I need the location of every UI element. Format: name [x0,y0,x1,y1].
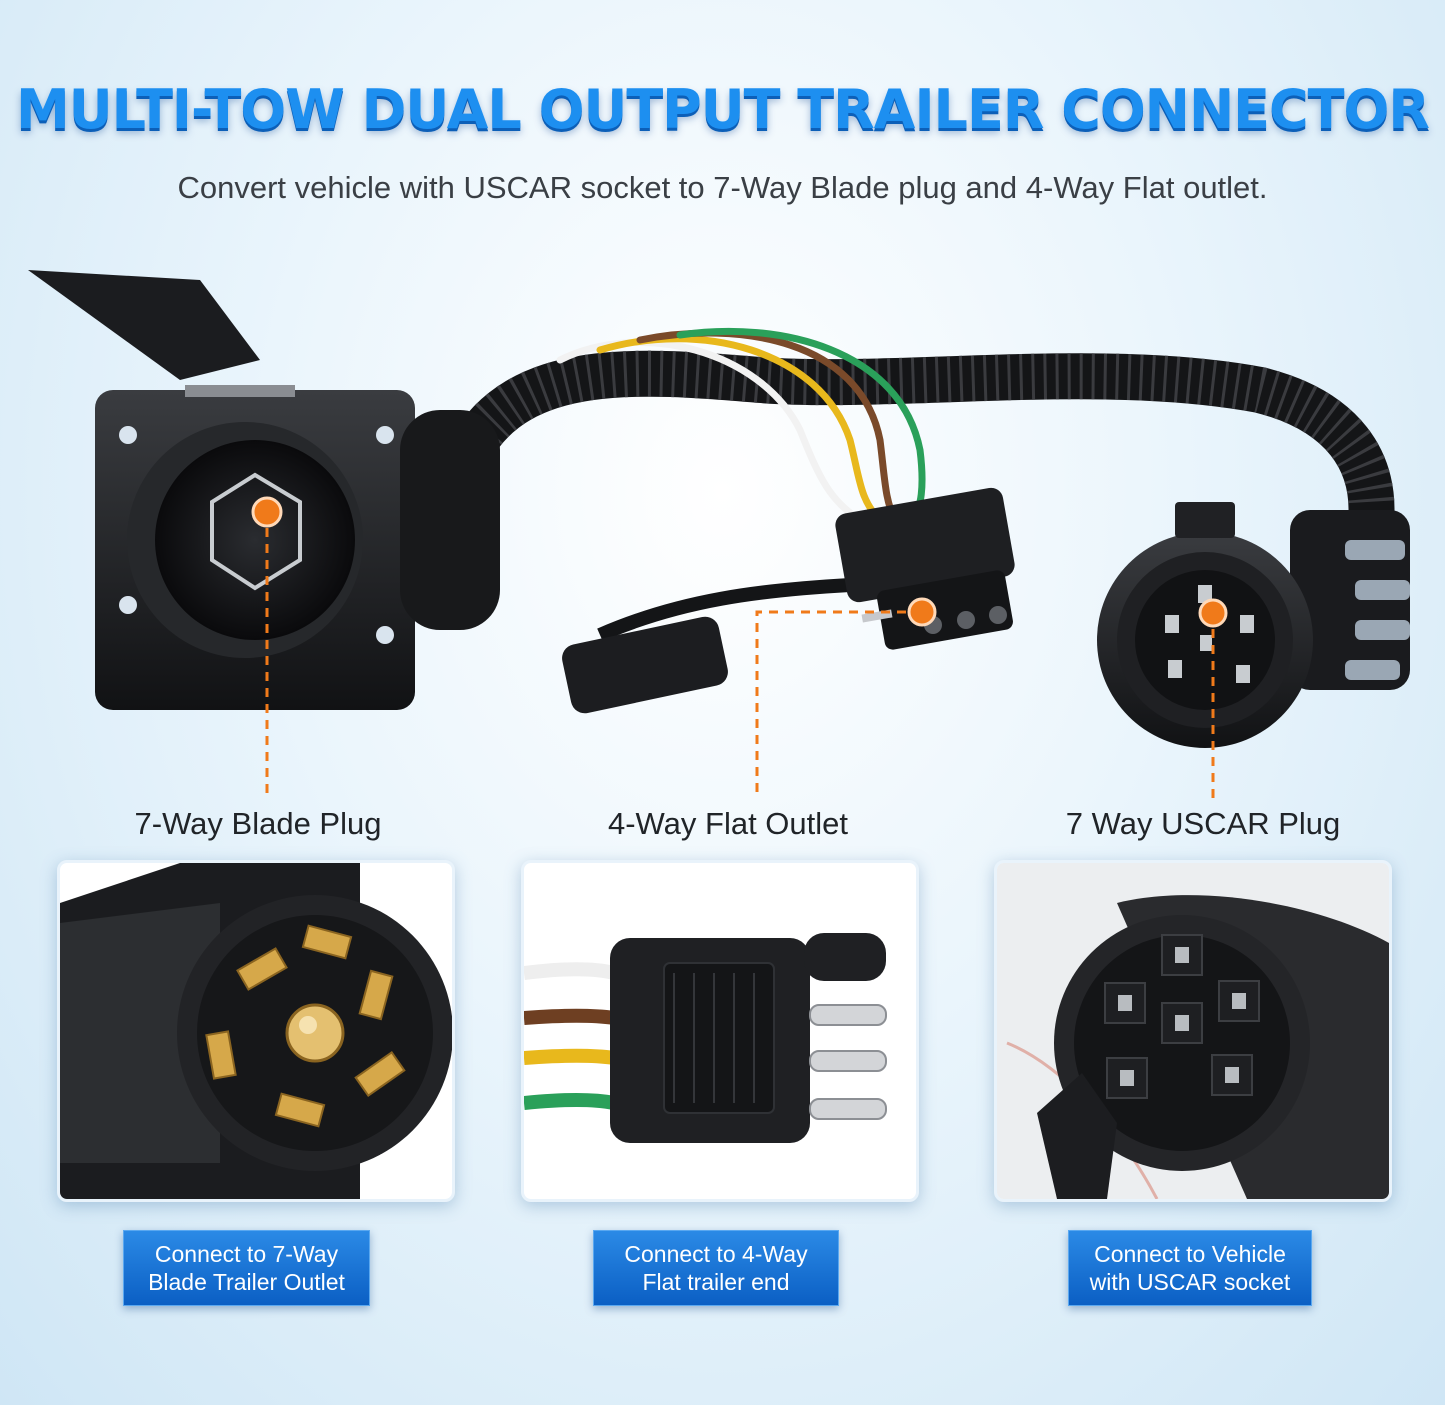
button-line-1: Connect to 4-Way [624,1241,808,1267]
seven-way-blade-socket [28,270,500,710]
button-line-2: Flat trailer end [642,1269,790,1295]
button-line-2: Blade Trailer Outlet [148,1269,345,1295]
uscar-plug-closeup [997,863,1389,1199]
connect-vehicle-uscar-socket-button[interactable]: Connect to Vehicle with USCAR socket [1068,1230,1312,1306]
label-four-way-flat-outlet: 4-Way Flat Outlet [607,806,849,841]
detail-panel-blade-plug [57,860,455,1202]
page-title: MULTI-TOW DUAL OUTPUT TRAILER CONNECTOR [16,78,1430,141]
button-line-2: with USCAR socket [1089,1269,1291,1295]
blade-plug-closeup [60,863,452,1199]
label-seven-way-blade-plug: 7-Way Blade Plug [134,806,382,841]
product-hero-illustration [28,270,1410,800]
button-line-1: Connect to Vehicle [1094,1241,1286,1267]
corrugated-loom [447,350,1395,553]
connect-flat-trailer-end-button[interactable]: Connect to 4-Way Flat trailer end [593,1230,839,1306]
page-subtitle: Convert vehicle with USCAR socket to 7-W… [177,170,1268,205]
detail-panel-uscar-plug [994,860,1392,1202]
button-line-1: Connect to 7-Way [154,1241,339,1267]
four-way-flat-connector [562,487,1015,714]
callout-markers [251,496,1228,800]
uscar-plug [1097,502,1410,748]
flat-outlet-closeup [524,933,887,1143]
label-seven-way-uscar-plug: 7 Way USCAR Plug [1065,806,1341,841]
wire-bundle [556,327,926,524]
detail-panel-flat-outlet [521,860,919,1202]
connect-blade-trailer-outlet-button[interactable]: Connect to 7-Way Blade Trailer Outlet [123,1230,370,1306]
